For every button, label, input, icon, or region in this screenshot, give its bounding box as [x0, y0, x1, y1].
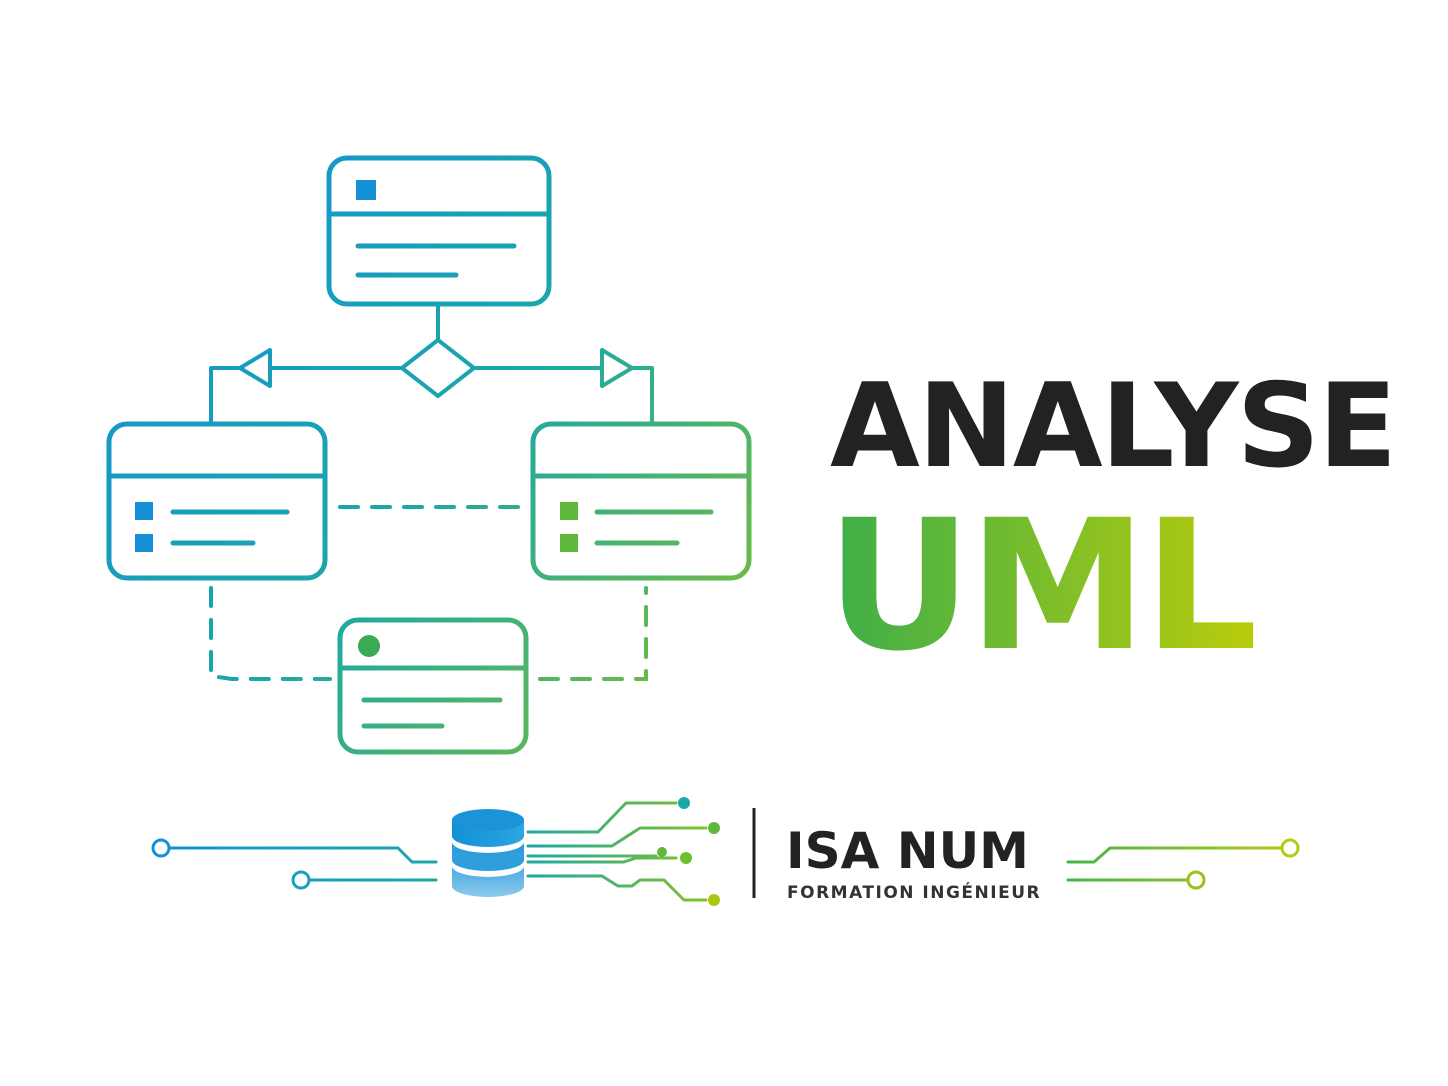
database-icon: [452, 809, 524, 897]
circuit-node-right-5: [708, 894, 720, 906]
class-box-left-marker-2: [135, 534, 153, 552]
aggregation-diamond: [400, 338, 476, 398]
left-bottom-dependency-line: [209, 586, 332, 681]
class-box-bottom: [337, 617, 529, 755]
circuit-node-far-1: [1280, 838, 1300, 858]
class-box-right-marker-1: [560, 502, 578, 520]
circuit-far-right: [1066, 846, 1284, 882]
circuit-node-far-2: [1186, 870, 1206, 890]
class-box-top: [326, 155, 552, 307]
left-generalization-arrow: [238, 348, 272, 388]
circuit-node-right-2: [708, 822, 720, 834]
circuit-node-left-1: [151, 838, 171, 858]
class-box-left-marker-1: [135, 502, 153, 520]
right-generalization-arrow: [600, 348, 634, 388]
circuit-node-right-1: [678, 797, 690, 809]
circuit-node-left-2: [291, 870, 311, 890]
circuit-right: [526, 801, 708, 902]
circuit-node-right-4: [680, 852, 692, 864]
brand-tagline: FORMATION INGÉNIEUR: [787, 881, 1041, 903]
right-bottom-dependency-line: [538, 586, 648, 681]
left-elbow-line: [209, 366, 242, 426]
class-box-left: [106, 421, 328, 581]
dependency-lines: [209, 505, 648, 681]
right-elbow-line: [630, 366, 654, 426]
class-box-right: [530, 421, 752, 581]
brand-name: ISA NUM: [786, 822, 1029, 880]
title-analyse: ANALYSE: [830, 359, 1395, 494]
connectors: [209, 304, 654, 426]
class-box-top-marker: [356, 180, 376, 200]
class-box-right-marker-2: [560, 534, 578, 552]
title-uml: UML: [826, 482, 1254, 691]
class-box-bottom-marker: [358, 635, 380, 657]
circuit-left: [168, 846, 438, 882]
circuit-node-right-3: [657, 847, 667, 857]
